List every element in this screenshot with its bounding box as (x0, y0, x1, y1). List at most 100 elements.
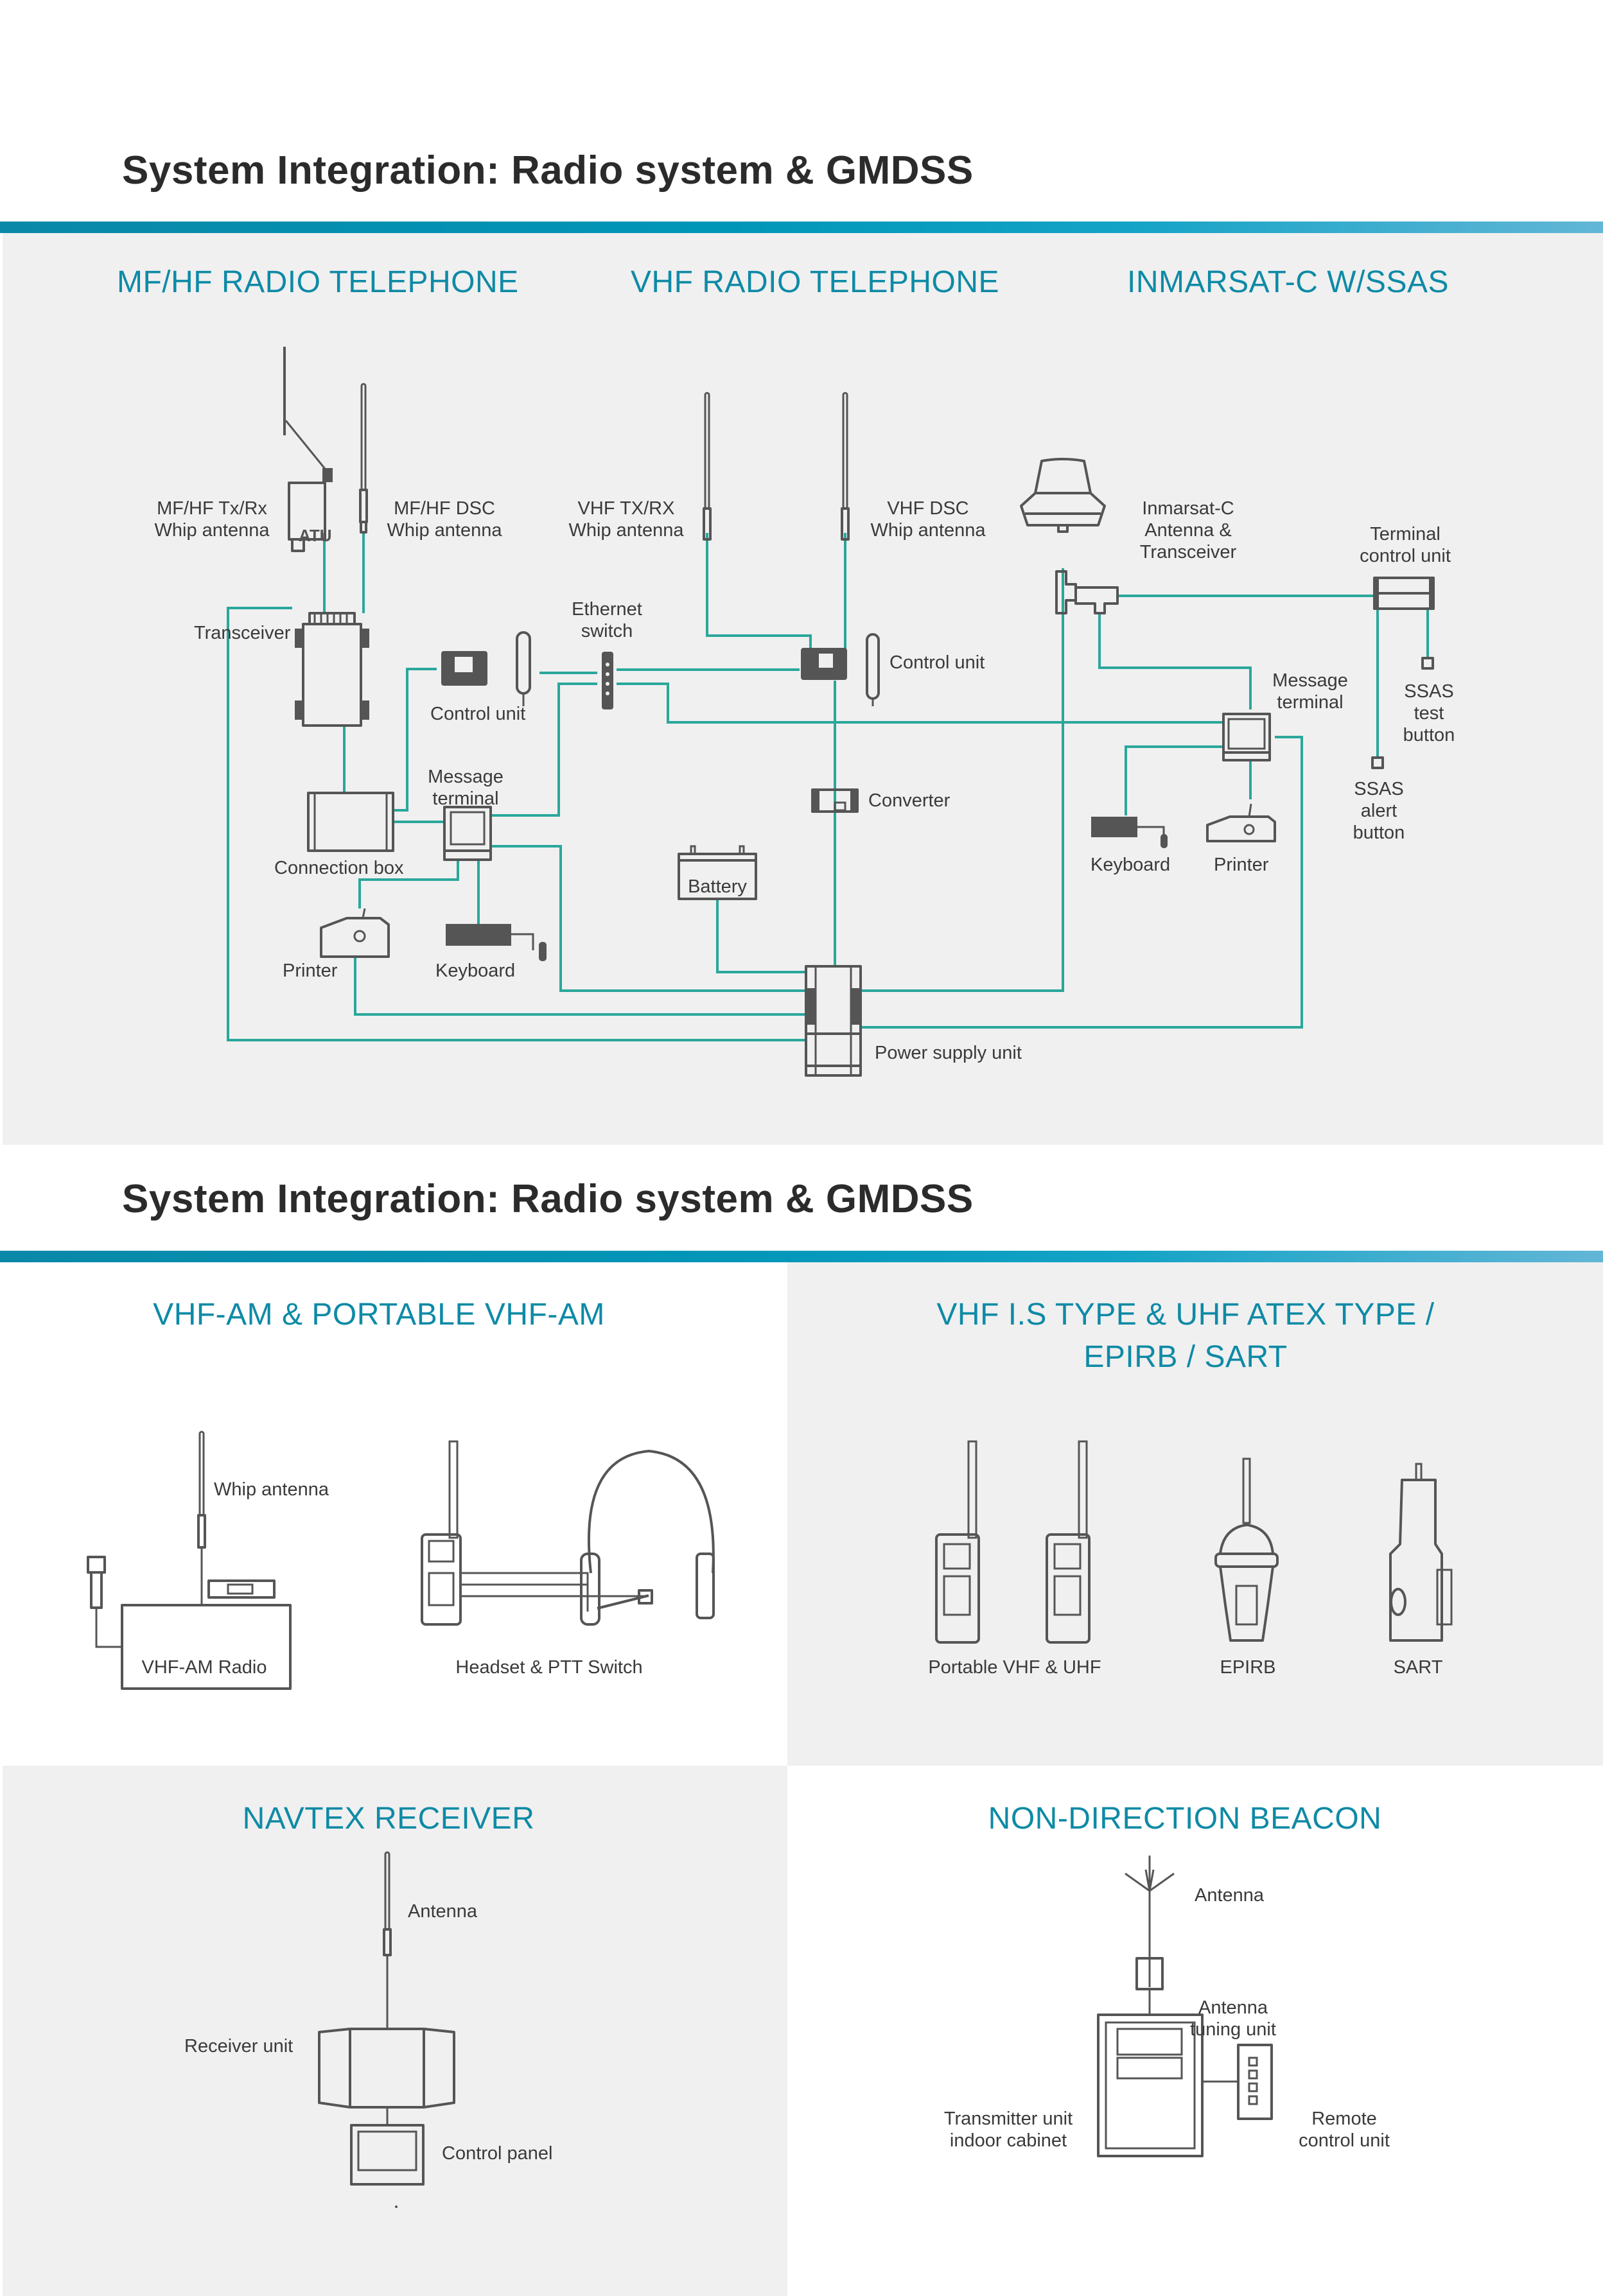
label-line: tuning unit (1190, 2019, 1276, 2040)
vhf-dsc-antenna-icon (841, 392, 850, 541)
wire-battery-psu (716, 899, 806, 973)
panel-vhf-am (3, 1262, 787, 1766)
label-line: Antenna & (1144, 520, 1232, 541)
vhf-control-unit-icon (801, 648, 847, 680)
portable-radio-icon (421, 1440, 462, 1626)
label-line: button (1353, 822, 1405, 843)
ndb-antenna-icon (1125, 1856, 1175, 1987)
inmarsat-keyboard-icon (1091, 817, 1168, 848)
ndb-transmitter-cabinet-icon (1097, 2013, 1238, 2157)
section-title-navtex: NAVTEX RECEIVER (242, 1802, 535, 1836)
label-transceiver: Transceiver (194, 623, 291, 643)
label-line: Message (428, 767, 504, 787)
label-mfhf-printer: Printer (283, 961, 338, 981)
top-diagram-panel (3, 233, 1603, 1145)
label-line: test (1414, 703, 1444, 724)
label-navtex-receiver-unit: Receiver unit (184, 2036, 293, 2057)
label-line: Ethernet (572, 599, 642, 620)
label-converter: Converter (868, 790, 950, 811)
label-mfhf-txrx: MF/HF Tx/Rx Whip antenna (155, 498, 270, 541)
wire-inm-vertical (861, 568, 1064, 992)
portable-vhf-icon (935, 1440, 980, 1644)
wire-printer-psu (354, 957, 806, 1016)
label-ssas-test-button: SSAS test button (1403, 681, 1455, 746)
label-line: switch (581, 621, 633, 641)
label-line: SSAS (1404, 681, 1454, 702)
ptt-cables (460, 1572, 645, 1612)
label-ndb-transmitter: Transmitter unit indoor cabinet (944, 2108, 1073, 2152)
wire-connbox-controlunit (393, 668, 437, 812)
navtex-receiver-unit-icon (318, 2028, 455, 2125)
ptt-switch-icon[interactable] (638, 1589, 653, 1605)
section-title-vhf: VHF RADIO TELEPHONE (631, 265, 1000, 299)
label-line: Whip antenna (154, 520, 270, 541)
label-ssas-alert-button: SSAS alert button (1353, 778, 1405, 844)
vhf-handset-icon (866, 633, 880, 706)
wire-msgterm-psu (491, 845, 806, 992)
label-vhf-control-unit: Control unit (889, 652, 985, 673)
label-vhf-am-radio: VHF-AM Radio (141, 1657, 267, 1678)
sart-icon (1389, 1463, 1453, 1642)
epirb-icon (1214, 1457, 1279, 1642)
label-line: VHF DSC (887, 498, 969, 519)
label-headset-ptt: Headset & PTT Switch (455, 1657, 643, 1678)
mfhf-message-terminal-icon (443, 806, 492, 861)
connection-box-icon (307, 792, 394, 852)
label-line: alert (1360, 801, 1397, 821)
panel-vhf-is (787, 1262, 1603, 1766)
section-title-mfhf: MF/HF RADIO TELEPHONE (117, 265, 519, 299)
mfhf-keyboard-icon (446, 924, 547, 961)
battery-icon (678, 845, 757, 900)
page-title-top: System Integration: Radio system & GMDSS (122, 148, 974, 193)
accent-bar-top (0, 222, 1603, 233)
label-vhf-dsc: VHF DSC Whip antenna (871, 498, 986, 541)
label-inmarsat-printer: Printer (1214, 855, 1269, 875)
title-line: VHF I.S TYPE & UHF ATEX TYPE / (936, 1298, 1435, 1332)
inmarsat-message-terminal-icon (1222, 713, 1271, 761)
mfhf-txrx-antenna-icon (283, 347, 333, 482)
label-line: terminal (432, 788, 499, 809)
ethernet-switch-icon (602, 652, 613, 709)
label-line: control unit (1360, 546, 1451, 566)
label-line: terminal (1277, 692, 1344, 713)
navtex-control-panel-icon (350, 2124, 425, 2186)
label-navtex-antenna: Antenna (408, 1901, 478, 1922)
ssas-alert-button-icon[interactable] (1371, 756, 1384, 769)
label-line: Inmarsat-C (1142, 498, 1234, 519)
wire-msg-psu (861, 736, 1303, 1029)
wire-msgterm-printer (358, 860, 459, 909)
ssas-test-button-icon[interactable] (1421, 657, 1434, 670)
wire-msg-keyboard (1125, 745, 1223, 815)
section-title-ndb: NON-DIRECTION BEACON (988, 1802, 1382, 1836)
label-ethernet-switch: Ethernet switch (572, 598, 642, 642)
label-mfhf-dsc: MF/HF DSC Whip antenna (387, 498, 502, 541)
wire-transceiver-loop (227, 607, 806, 1041)
vhf-am-handset-icon (87, 1556, 122, 1648)
label-line: SSAS (1354, 779, 1404, 799)
label-line: Message (1272, 670, 1348, 691)
label-connection-box: Connection box (274, 858, 404, 878)
label-ndb-antenna: Antenna (1195, 1885, 1265, 1906)
inmarsat-antenna-icon (1020, 458, 1106, 533)
label-sart: SART (1393, 1657, 1443, 1678)
label-epirb: EPIRB (1220, 1657, 1276, 1678)
ndb-antenna-tuning-unit-icon (1135, 1957, 1164, 2015)
mfhf-printer-icon (320, 908, 390, 958)
label-portable-vhf-uhf: Portable VHF & UHF (928, 1657, 1101, 1678)
label-line: control unit (1299, 2130, 1390, 2151)
vhf-am-whip-antenna-icon (197, 1431, 206, 1605)
atu-icon: ATU (288, 482, 332, 552)
atu-text: ATU (299, 526, 332, 545)
label-whip-antenna: Whip antenna (214, 1479, 329, 1500)
label-mfhf-message-terminal: Message terminal (428, 766, 504, 810)
label-line: indoor cabinet (949, 2130, 1067, 2151)
label-line: Transceiver (1139, 542, 1237, 562)
tee-connector-icon (1055, 570, 1119, 614)
converter-icon (811, 788, 859, 813)
headset-icon (580, 1450, 715, 1626)
vhf-txrx-antenna-icon (703, 392, 712, 541)
wires (227, 533, 1429, 1041)
section-title-vhf-is: VHF I.S TYPE & UHF ATEX TYPE / EPIRB / S… (936, 1294, 1434, 1378)
label-inmarsat: Inmarsat-C Antenna & Transceiver (1140, 498, 1236, 563)
title-line: EPIRB / SART (1083, 1340, 1288, 1374)
